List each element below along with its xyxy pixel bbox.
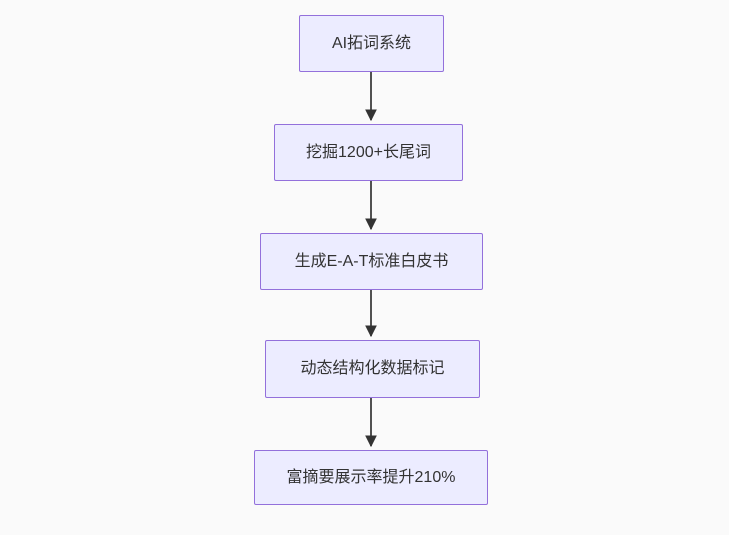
flow-node-label: 挖掘1200+长尾词 xyxy=(306,143,431,161)
flow-node-structured-data-markup: 动态结构化数据标记 xyxy=(265,340,480,398)
flow-node-ai-keyword-system: AI拓词系统 xyxy=(299,15,444,72)
flow-node-label: 动态结构化数据标记 xyxy=(300,360,445,378)
flow-node-label: AI拓词系统 xyxy=(331,34,412,52)
flow-node-rich-snippet-result: 富摘要展示率提升210% xyxy=(254,450,488,505)
flow-node-eat-whitepaper: 生成E-A-T标准白皮书 xyxy=(260,233,483,290)
flow-node-longtail-mining: 挖掘1200+长尾词 xyxy=(274,124,463,181)
flow-node-label: 富摘要展示率提升210% xyxy=(286,468,456,486)
flow-node-label: 生成E-A-T标准白皮书 xyxy=(294,252,449,270)
